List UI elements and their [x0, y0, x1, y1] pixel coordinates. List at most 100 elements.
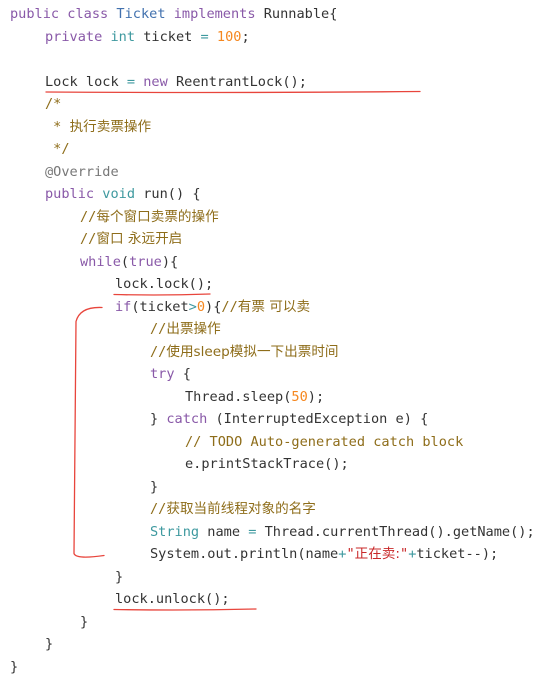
- code-token: Thread.sleep(: [185, 388, 292, 405]
- code-token: Runnable{: [255, 6, 338, 22]
- code-token: /*: [45, 96, 62, 112]
- code-token: catch: [166, 411, 208, 427]
- code-line: }: [45, 633, 53, 655]
- code-token: while: [80, 253, 121, 270]
- code-line: }: [150, 476, 158, 498]
- code-token: >: [188, 298, 197, 315]
- code-token: (: [120, 253, 130, 270]
- code-token: 执行卖票操作: [69, 118, 152, 135]
- code-token: Lock lock: [45, 73, 127, 90]
- code-token: 0: [196, 298, 206, 315]
- code-token: }: [115, 568, 124, 585]
- code-line: Thread.sleep(50);: [185, 386, 324, 408]
- code-line: @Override: [45, 161, 119, 183]
- code-token: Thread.currentThread().getName();: [256, 523, 535, 540]
- code-token: 正在卖:: [354, 546, 400, 562]
- code-token: name: [199, 523, 249, 540]
- code-token: //: [150, 343, 167, 360]
- code-line: private int ticket = 100;: [45, 26, 250, 48]
- code-token: @Override: [45, 163, 119, 180]
- code-line: lock.unlock();: [115, 588, 230, 610]
- code-token: //: [80, 208, 97, 225]
- code-token: void: [102, 186, 136, 202]
- code-line: //出票操作: [150, 318, 221, 340]
- code-line: // TODO Auto-generated catch block: [185, 431, 463, 453]
- code-line: //使用sleep模拟一下出票时间: [150, 341, 339, 363]
- code-token: true: [129, 253, 162, 270]
- code-line: if(ticket>0){//有票 可以卖: [115, 296, 310, 318]
- code-token: ReentrantLock();: [167, 73, 307, 90]
- code-token: //: [150, 501, 167, 517]
- code-token: ){: [205, 298, 222, 315]
- code-token: // TODO Auto-generated catch block: [185, 433, 464, 450]
- code-token: 出票操作: [166, 321, 221, 337]
- code-line: Lock lock = new ReentrantLock();: [45, 71, 307, 93]
- code-line: } catch (InterruptedException e) {: [150, 408, 428, 430]
- code-token: ": [346, 546, 355, 562]
- code-token: */: [45, 141, 70, 157]
- code-token: =: [248, 523, 257, 540]
- code-line: //窗口 永远开启: [80, 228, 182, 250]
- code-token: e.printStackTrace();: [185, 456, 349, 472]
- code-token: class: [67, 6, 109, 22]
- code-line: }: [115, 566, 123, 588]
- code-token: }: [150, 411, 167, 427]
- code-token: *: [45, 118, 70, 135]
- code-token: ;: [241, 28, 250, 45]
- code-token: //: [80, 231, 97, 247]
- code-line: */: [45, 138, 70, 160]
- code-token: =: [126, 73, 136, 90]
- code-token: lock.unlock();: [115, 591, 230, 607]
- code-token: //: [221, 298, 238, 315]
- code-line: * 执行卖票操作: [45, 116, 151, 138]
- code-line: /*: [45, 93, 61, 115]
- code-line: public class Ticket implements Runnable{: [10, 3, 337, 25]
- code-token: //: [150, 321, 167, 337]
- code-token: public: [10, 6, 60, 22]
- code-token: run() {: [135, 186, 201, 202]
- code-line: }: [80, 611, 88, 633]
- code-line: //获取当前线程对象的名字: [150, 498, 316, 520]
- code-token: }: [80, 613, 89, 630]
- code-token: (InterruptedException e) {: [207, 411, 429, 427]
- code-line: try {: [150, 363, 191, 385]
- code-token: +: [408, 546, 417, 562]
- code-token: [166, 6, 174, 22]
- code-token: 窗口 永远开启: [96, 231, 183, 247]
- code-token: 100: [216, 28, 242, 45]
- code-token: 50: [291, 388, 308, 405]
- code-token: int: [110, 28, 136, 45]
- code-token: (ticket: [131, 298, 189, 315]
- code-line: while(true){: [80, 251, 178, 273]
- code-line: }: [10, 656, 18, 678]
- code-token: ){: [161, 253, 179, 270]
- code-token: implements: [173, 6, 256, 22]
- code-token: [209, 29, 217, 45]
- code-token: [135, 74, 143, 90]
- code-token: if: [115, 298, 132, 315]
- code-token: ": [400, 546, 409, 562]
- code-token: ticket: [135, 28, 201, 45]
- code-token: private: [45, 28, 103, 45]
- code-token: public: [45, 186, 95, 202]
- code-line: System.out.println(name+"正在卖:"+ticket--)…: [150, 543, 498, 565]
- code-token: }: [150, 478, 159, 495]
- code-token: ticket--);: [416, 546, 499, 562]
- code-token: =: [200, 28, 209, 45]
- code-token: Ticket: [116, 6, 166, 22]
- code-line: e.printStackTrace();: [185, 453, 349, 475]
- code-token: System.out.println(name: [150, 546, 339, 562]
- code-token: 有票 可以卖: [237, 298, 311, 315]
- code-line: //每个窗口卖票的操作: [80, 206, 219, 228]
- code-token: 使用sleep模拟一下出票时间: [166, 343, 339, 360]
- code-token: 获取当前线程对象的名字: [166, 501, 316, 517]
- code-token: 每个窗口卖票的操作: [96, 208, 219, 225]
- code-token: new: [143, 73, 168, 90]
- code-token: }: [10, 658, 19, 675]
- code-token: +: [338, 546, 347, 562]
- code-token: try: [150, 366, 175, 382]
- code-token: lock.lock();: [115, 276, 214, 292]
- code-token: }: [45, 636, 54, 652]
- code-token: String: [150, 523, 200, 540]
